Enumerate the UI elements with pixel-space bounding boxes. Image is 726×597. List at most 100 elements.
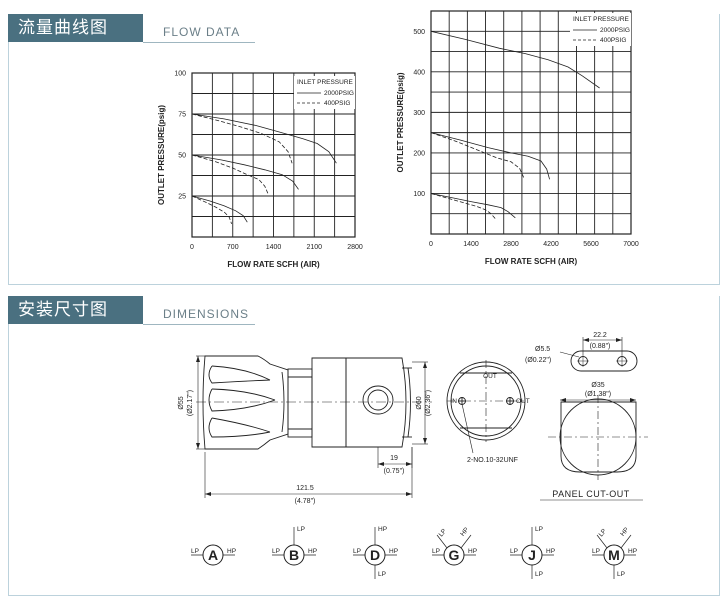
port-letter: D: [370, 547, 380, 563]
dimensions-header: 安装尺寸图 DIMENSIONS: [8, 296, 720, 325]
port-left-label: LP: [191, 548, 199, 555]
regulator-knob: [202, 355, 289, 450]
x-tick-label: 4200: [543, 241, 559, 248]
y-tick-label: 400: [413, 69, 425, 76]
port-diag-right-label: HP: [459, 526, 470, 537]
port-diag-right-line: [460, 534, 472, 549]
hole-mm: Ø5.5: [535, 346, 550, 353]
port-letter: A: [208, 547, 218, 563]
series-line: [430, 193, 496, 219]
x-tick-label: 2800: [503, 241, 519, 248]
series-line: [430, 193, 516, 219]
port-right-label: HP: [546, 548, 555, 555]
dia-right-mm: Ø60: [416, 396, 423, 409]
panel-dia-mm: Ø35: [591, 382, 604, 389]
x-tick-label: 5600: [583, 241, 599, 248]
dia-left-mm: Ø55: [178, 396, 185, 409]
port-diag-right-line: [620, 534, 632, 549]
port-offset-mm: 19: [390, 455, 398, 462]
legend-box: [570, 13, 631, 46]
port-top-label: HP: [378, 526, 387, 533]
port-config-a: A LP HP: [191, 544, 236, 566]
hole-spacing-mm: 22.2: [593, 332, 607, 339]
gauge-out-label: OUT: [483, 373, 497, 380]
port-bottom-label: LP: [617, 571, 625, 578]
legend-title: INLET PRESSURE: [297, 79, 354, 86]
length-in: (4.78"): [295, 498, 316, 505]
y-tick-label: 100: [174, 71, 186, 78]
gauge-in-label: IN: [451, 398, 458, 405]
port-diag-left-line: [436, 534, 448, 549]
port-right-label: HP: [468, 548, 477, 555]
port-circle: [443, 544, 465, 566]
length-mm: 121.5: [296, 485, 314, 492]
regulator-body: [311, 357, 412, 448]
panel-caption: PANEL CUT-OUT: [552, 489, 630, 499]
port-diag-right-label: HP: [619, 526, 630, 537]
series-line: [430, 132, 550, 180]
y-tick-label: 200: [413, 150, 425, 157]
port-left-label: LP: [272, 548, 280, 555]
port-top-label: LP: [297, 526, 305, 533]
flow-data-title: 流量曲线图: [8, 14, 143, 42]
y-tick-label: 100: [413, 191, 425, 198]
y-axis-label: OUTLET PRESSURE(psig): [396, 72, 405, 172]
y-tick-label: 500: [413, 29, 425, 36]
port-right-label: HP: [308, 548, 317, 555]
plot-frame: [430, 10, 632, 235]
legend-title: INLET PRESSURE: [573, 16, 630, 23]
y-tick-label: 25: [178, 194, 186, 201]
gauge-end-view: [446, 360, 526, 454]
port-circle: [202, 544, 224, 566]
x-tick-label: 7000: [623, 241, 639, 248]
port-letter: B: [289, 547, 299, 563]
port-config-b: B LP HP LP: [272, 526, 317, 566]
x-tick-label: 0: [190, 244, 194, 251]
port-diag-left-line: [596, 534, 608, 549]
series-line: [191, 154, 299, 190]
port-left-label: LP: [353, 548, 361, 555]
series-line: [191, 113, 293, 164]
y-tick-label: 50: [178, 153, 186, 160]
series-line: [191, 195, 232, 225]
panel-cut-out: [540, 337, 648, 501]
port-letter: M: [608, 547, 620, 563]
x-tick-label: 2100: [306, 244, 322, 251]
legend-box: [294, 76, 355, 109]
x-tick-label: 0: [429, 241, 433, 248]
port-offset-in: (0.75"): [384, 468, 405, 475]
x-axis-label: FLOW RATE SCFH (AIR): [485, 257, 578, 266]
port-left-label: LP: [592, 548, 600, 555]
dimensions-section: 安装尺寸图 DIMENSIONS: [8, 296, 720, 596]
flow-data-header: 流量曲线图 FLOW DATA: [8, 14, 720, 43]
series-line: [430, 30, 600, 89]
x-tick-label: 2800: [347, 244, 363, 251]
port-diag-left-label: LP: [438, 528, 448, 539]
legend-entry-2000: 2000PSIG: [324, 90, 354, 97]
y-tick-label: 75: [178, 112, 186, 119]
panel-dia-in: (Ø1.38"): [585, 391, 611, 398]
flow-data-subtitle: FLOW DATA: [163, 25, 241, 39]
series-line: [191, 113, 337, 164]
dimensions-rule: [143, 324, 255, 325]
legend-entry-400: 400PSIG: [600, 37, 626, 44]
port-right-label: HP: [389, 548, 398, 555]
thread-label: 2-NO.10-32UNF: [467, 457, 518, 464]
dia-left-in: (Ø2.17"): [187, 390, 194, 416]
port-right-label: HP: [227, 548, 236, 555]
x-tick-label: 700: [227, 244, 239, 251]
hole-spacing-in: (0.88"): [590, 343, 611, 350]
series-line: [191, 195, 248, 223]
port-top-label: LP: [535, 526, 543, 533]
series-line: [191, 154, 269, 195]
dimensions-title: 安装尺寸图: [8, 296, 143, 324]
flow-data-rule: [143, 42, 255, 43]
series-line: [430, 132, 525, 179]
